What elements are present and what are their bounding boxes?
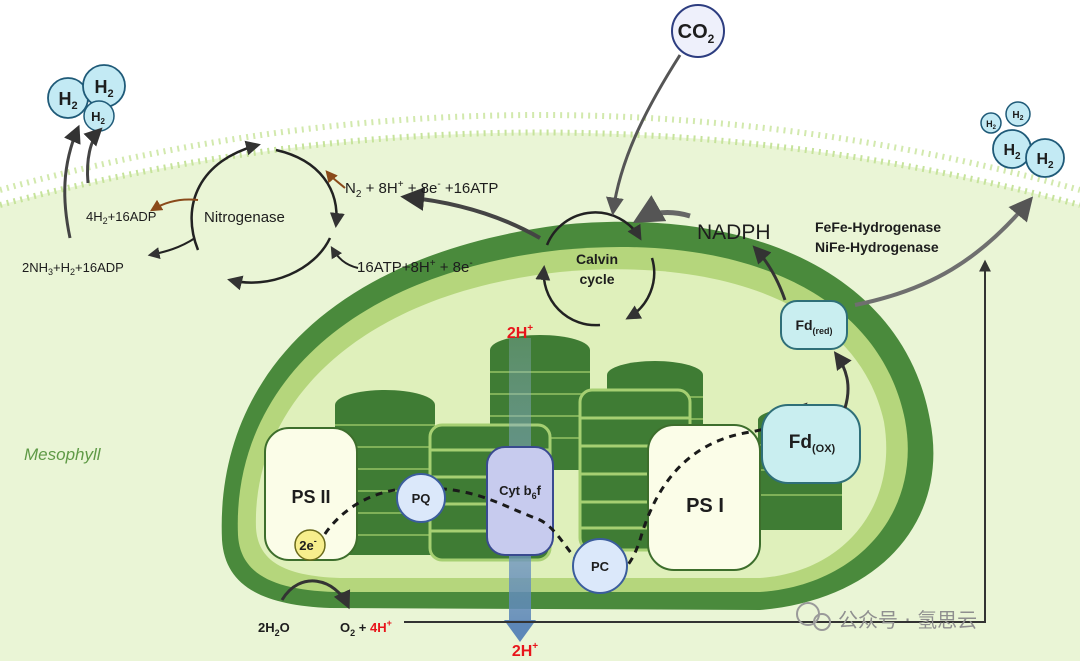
pc-carrier <box>572 538 628 594</box>
arrow-nitrogenase-to-h2adp <box>149 198 199 212</box>
h2-cluster-left: H2 H2 H2 <box>47 64 126 132</box>
co2-label: CO2 <box>678 21 715 46</box>
svg-text:H2: H2 <box>1012 110 1023 122</box>
mesophyll-label: Mesophyll <box>24 445 102 464</box>
watermark-text: 公众号 · 氢思云 <box>838 608 977 632</box>
ps1-label: PS I <box>686 495 724 517</box>
arrow-nadph-to-calvin <box>632 195 691 223</box>
co2-molecule <box>671 4 725 58</box>
nadph-label: NADPH <box>697 221 771 244</box>
fd-red-complex <box>780 300 848 350</box>
arrow-protons-to-hydrogenase <box>404 259 991 623</box>
electron-pair-label: 2e- <box>299 536 316 553</box>
svg-text:H2: H2 <box>986 119 997 131</box>
reaction-h2adp: 4H2+16ADP <box>86 209 156 226</box>
hydrogenase-label-nife: NiFe-Hydrogenase <box>815 239 939 255</box>
cyt-b6f-complex <box>486 446 554 556</box>
fd-ox-complex <box>761 404 861 484</box>
svg-text:H2: H2 <box>91 109 105 126</box>
calvin-label-line1: Calvin <box>576 251 618 267</box>
electron-transport-path <box>316 402 808 578</box>
nitrogenase-cycle <box>190 140 345 291</box>
cyt-b6f-label: Cyt b6f <box>499 483 542 501</box>
pq-carrier <box>396 473 446 523</box>
water-label: 2H2O <box>258 620 290 638</box>
arrow-fd-to-hydrogenase <box>854 196 1034 307</box>
calvin-label-line2: cycle <box>579 271 614 287</box>
arrow-nh3-to-h2 <box>63 124 81 239</box>
proton-label-top: 2H+ <box>507 323 533 342</box>
arrow-fd-ox-to-red <box>833 351 852 409</box>
h2-cluster-right: H2 H2 H2 H2 <box>980 101 1065 178</box>
watermark: 公众号 · 氢思云 <box>796 602 977 632</box>
svg-text:H2: H2 <box>94 77 113 100</box>
arrow-atp-into-nitrogenase <box>330 245 359 269</box>
arrow-co2-to-calvin <box>606 54 682 216</box>
svg-text:H2: H2 <box>1036 151 1054 171</box>
proton-arrow-head <box>504 620 536 642</box>
ps2-label: PS II <box>291 487 330 507</box>
electron-pair-badge <box>294 529 326 561</box>
hydrogenase-label-fefe: FeFe-Hydrogenase <box>815 219 941 235</box>
arrow-calvin-to-nitrogenase <box>400 186 541 240</box>
svg-text:H2: H2 <box>1003 142 1021 162</box>
proton-label-bottom: 2H+ <box>512 641 538 660</box>
calvin-cycle <box>535 211 656 327</box>
reaction-atp: 16ATP+8H+ + 8e- <box>357 258 473 276</box>
arrow-nitrogenase-to-nh3 <box>147 237 196 260</box>
pq-label: PQ <box>412 491 431 506</box>
cell-membrane-outer <box>0 112 1080 193</box>
arrow-n2-into-nitrogenase <box>325 170 346 189</box>
oxygen-label: O2 + 4H+ <box>340 618 392 638</box>
nitrogenase-label: Nitrogenase <box>204 209 285 226</box>
fd-red-label: Fd(red) <box>795 317 832 336</box>
reaction-n2: N2 + 8H+ + 8e- +16ATP <box>345 179 498 200</box>
ps1-complex <box>647 424 761 571</box>
arrow-water-split <box>280 579 351 610</box>
arrow-h2adp-to-h2 <box>83 127 103 184</box>
arrow-fd-to-nadph <box>752 245 787 301</box>
cell-membrane-inner <box>0 129 1080 208</box>
pc-label: PC <box>591 559 610 574</box>
reaction-nh3: 2NH3+H2+16ADP <box>22 260 124 277</box>
fd-ox-label: Fd(OX) <box>789 432 836 455</box>
svg-text:H2: H2 <box>58 89 77 112</box>
